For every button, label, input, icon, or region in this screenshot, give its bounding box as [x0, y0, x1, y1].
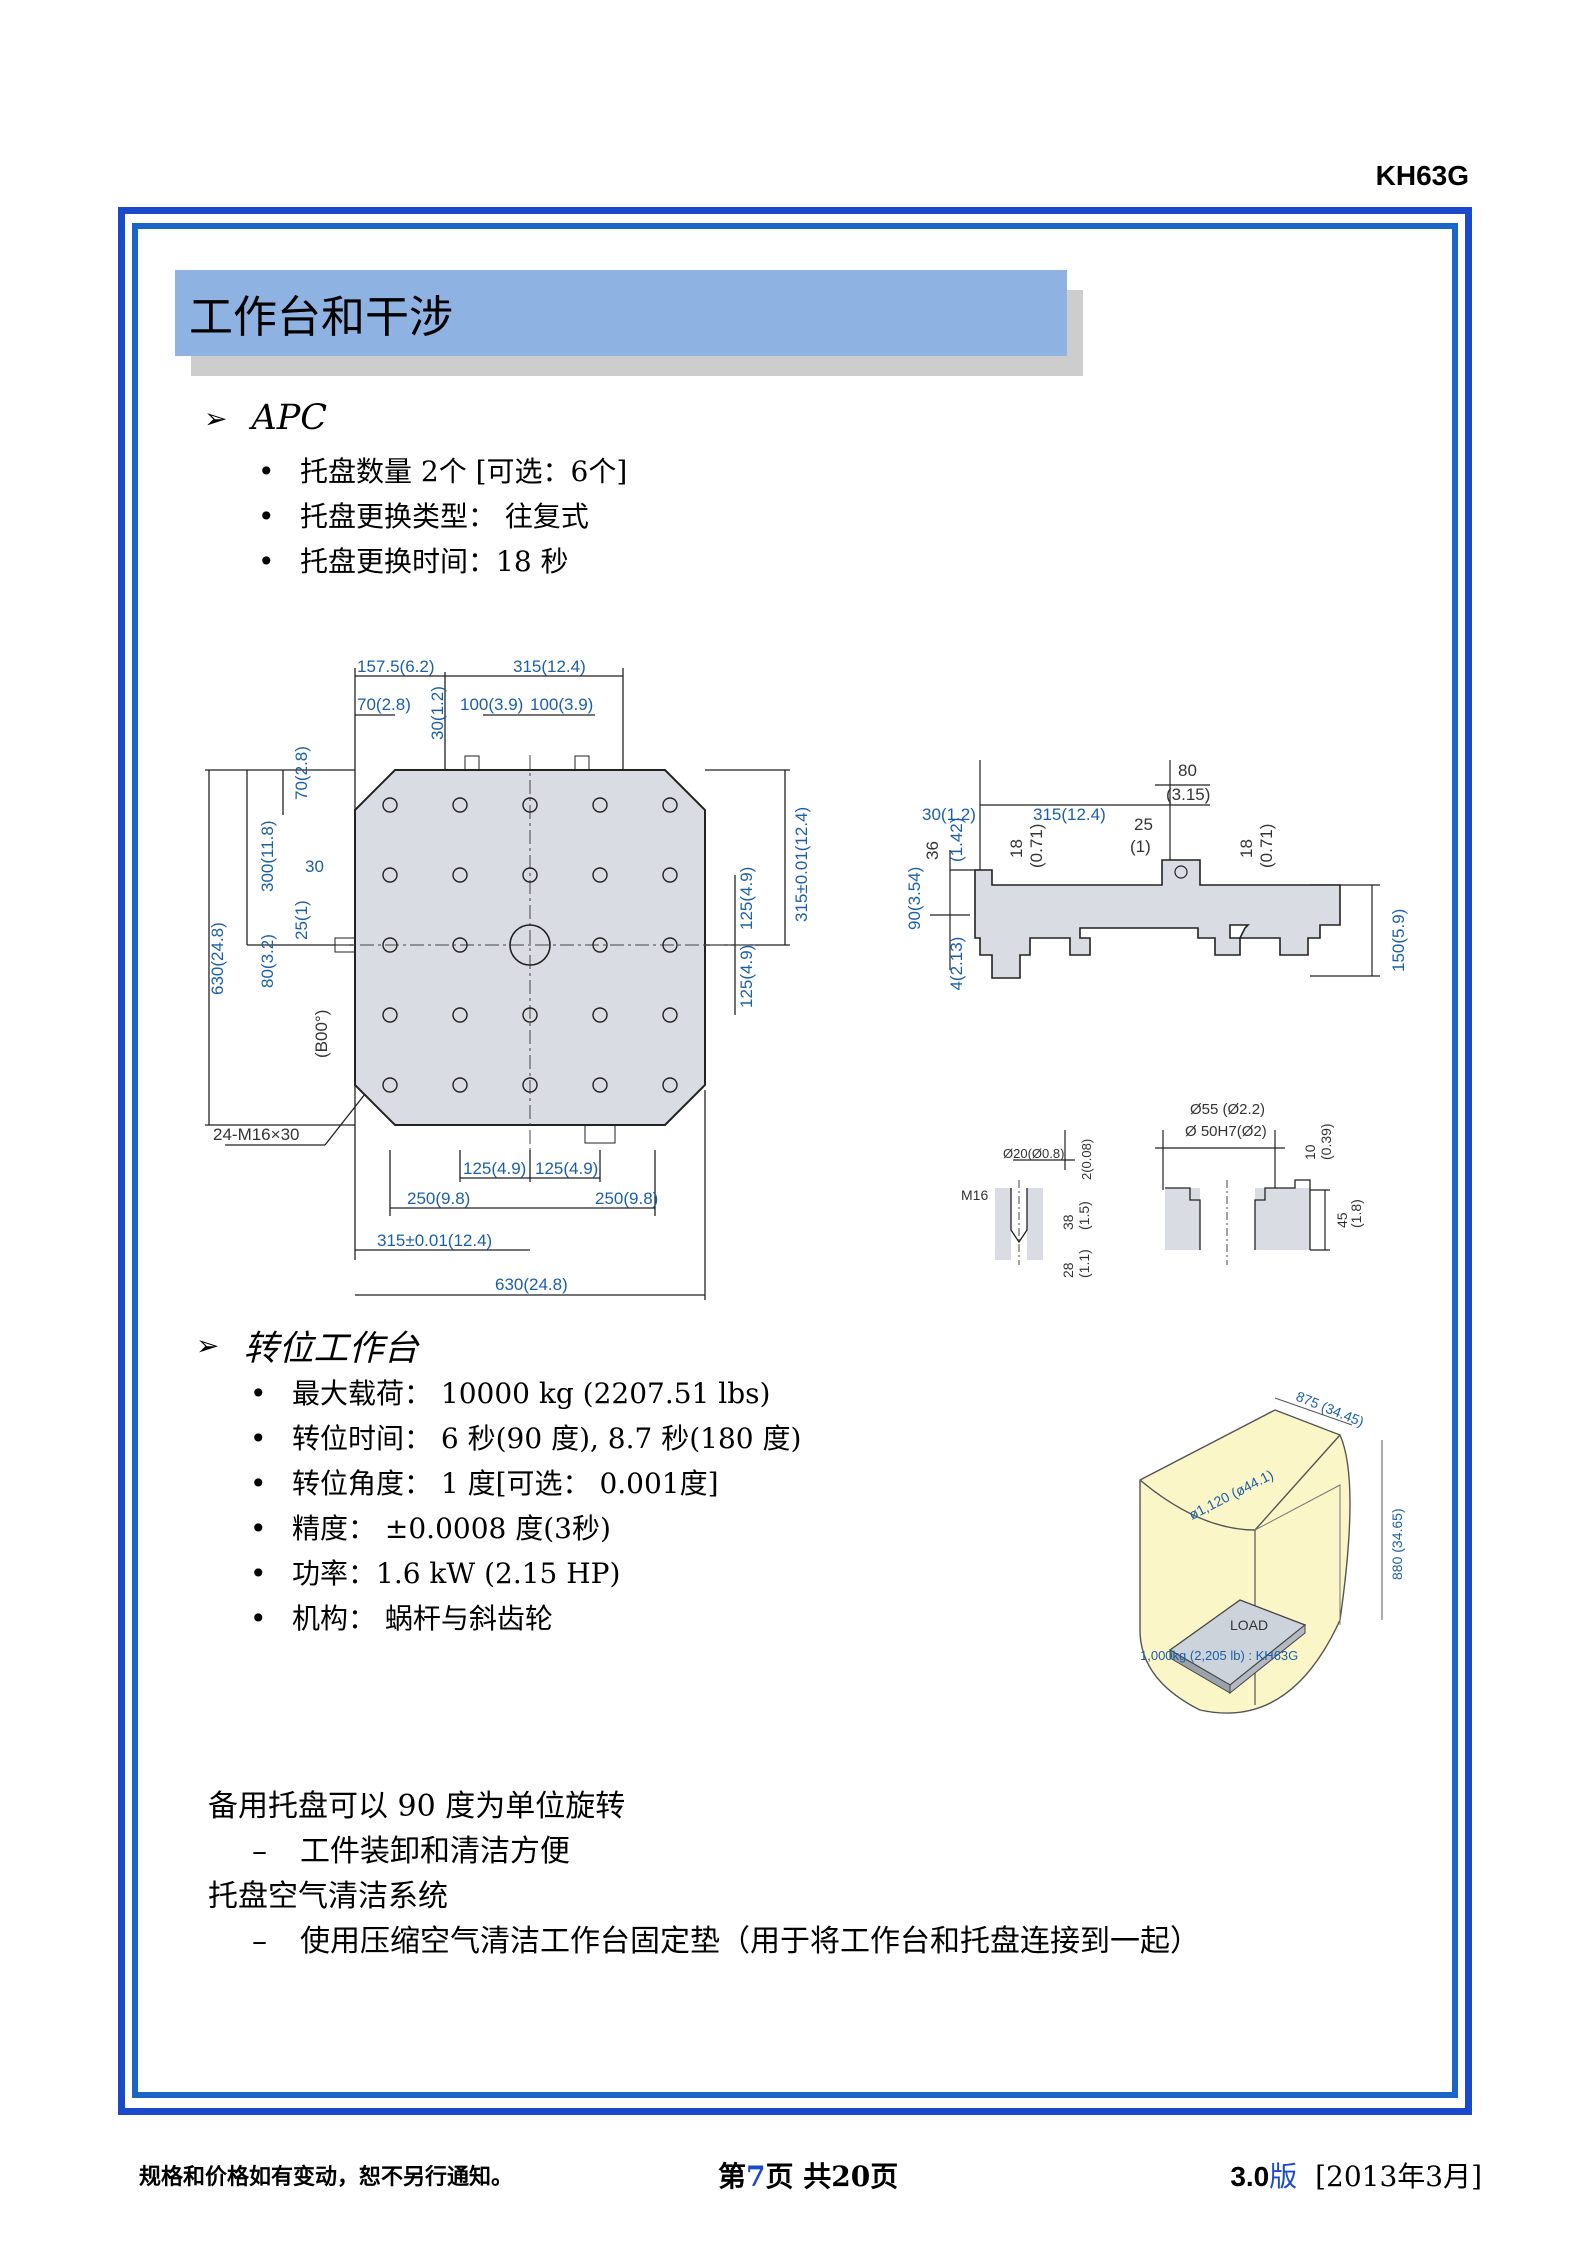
list-item: •最大载荷： 10000 kg (2207.51 lbs) [250, 1377, 771, 1410]
side-profile [974, 859, 1341, 979]
pallet-side-view-drawing: 80 (3.15) 30(1.2) 315(12.4) 25 (1) 36 (1… [905, 760, 1408, 990]
load-label: LOAD [1230, 1617, 1268, 1633]
dim-label: 80(3.2) [258, 934, 277, 988]
dim-label: 30 [305, 857, 324, 876]
note-line: 托盘空气清洁系统 [208, 1879, 448, 1914]
note-sub-item: –使用压缩空气清洁工作台固定垫（用于将工作台和托盘连接到一起） [252, 1924, 1200, 1959]
dim-label: (1.5) [1076, 1201, 1092, 1230]
dim-label: (1.1) [1076, 1249, 1092, 1278]
list-item: •托盘数量 2个 [可选：6个] [258, 455, 628, 488]
note-line: 备用托盘可以 90 度为单位旋转 [208, 1789, 626, 1824]
detail-drawing: Ø20(Ø0.8) 2(0.08) M16 38 (1.5) 28 (1.1) … [961, 1101, 1364, 1278]
list-item: •精度： ±0.0008 度(3秒) [250, 1512, 611, 1545]
dim-label: 630(24.8) [495, 1275, 568, 1294]
dim-label: 36 [923, 841, 942, 860]
list-item: •功率：1.6 kW (2.15 HP) [250, 1557, 621, 1590]
dim-label: 30(1.2) [922, 805, 976, 824]
page-number: 第7页 共20页 [718, 2160, 899, 2193]
dim-label: 250(9.8) [595, 1189, 658, 1208]
dim-label: Ø20(Ø0.8) [1003, 1146, 1064, 1161]
pallet-plate [354, 769, 706, 1126]
dim-label: 100(3.9) [460, 695, 523, 714]
thread-label: 24-M16×30 [213, 1125, 299, 1144]
dim-label: 54(2.13) [947, 937, 966, 990]
dim-label: 38 [1060, 1214, 1076, 1230]
arrow-icon: ➢ [196, 1329, 220, 1362]
thread-label: M16 [961, 1187, 988, 1203]
dim-label: (0.71) [1257, 824, 1276, 868]
dim-label: (B00°) [312, 1010, 331, 1058]
dim-label: 125(4.9) [463, 1159, 526, 1178]
dim-label: 18 [1237, 839, 1256, 858]
dim-label: 315(12.4) [1033, 805, 1106, 824]
list-item: •转位角度： 1 度[可选： 0.001度] [250, 1467, 719, 1500]
model-label: KH63G [1375, 160, 1469, 191]
list-item: •机构： 蜗杆与斜齿轮 [250, 1602, 553, 1635]
bolt-holes [382, 797, 678, 1093]
dim-label: 300(11.8) [258, 820, 277, 892]
dim-label: (0.71) [1027, 824, 1046, 868]
rotary-heading: ➢ 转位工作台 [196, 1320, 418, 1371]
dim-label: 25 [1134, 815, 1153, 834]
footer-disclaimer: 规格和价格如有变动，恕不另行通知。 [139, 2164, 514, 2190]
dim-label: 315(12.4) [513, 660, 586, 676]
apc-list: •托盘数量 2个 [可选：6个] •托盘更换类型： 往复式 •托盘更换时间：18… [258, 449, 627, 584]
dim-label: 630(24.8) [208, 922, 227, 995]
pallet-top-view-drawing: 157.5(6.2) 315(12.4) 70(2.8) 100(3.9) 10… [205, 660, 811, 1300]
dim-label: 25(1) [292, 900, 311, 940]
dim-label: 28 [1060, 1262, 1076, 1278]
note-sub-item: –工件装卸和清洁方便 [252, 1834, 570, 1869]
dim-label: 100(3.9) [530, 695, 593, 714]
dim-label: 125(4.9) [737, 945, 756, 1008]
dim-label: 125(4.9) [535, 1159, 598, 1178]
interference-envelope-drawing: 875 (34.45) ø1,120 (ø44.1) 880 (34.65) L… [1139, 1388, 1405, 1714]
dim-label: 157.5(6.2) [357, 660, 435, 676]
rotary-list: •最大载荷： 10000 kg (2207.51 lbs) •转位时间： 6 秒… [250, 1371, 801, 1641]
dim-label: 70(2.8) [292, 746, 311, 800]
dim-label: Ø 50H7(Ø2) [1185, 1123, 1267, 1140]
arrow-icon: ➢ [204, 401, 228, 435]
dim-label: 30(1.2) [428, 686, 447, 740]
dim-label: 10 [1302, 1144, 1318, 1160]
dim-label: 250(9.8) [407, 1189, 470, 1208]
dim-label: 45 [1334, 1212, 1350, 1228]
dim-label: (1.42) [947, 818, 966, 862]
section-title: 工作台和干涉 [175, 270, 1067, 356]
apc-heading: ➢ APC [204, 398, 327, 438]
dim-label: 18 [1007, 839, 1026, 858]
list-item: •托盘更换类型： 往复式 [258, 500, 589, 533]
dim-label: 125(4.9) [737, 867, 756, 930]
dim-label: (1.8) [1348, 1199, 1364, 1228]
dim-label: 90(3.54) [905, 867, 924, 930]
dim-label: 150(5.9) [1389, 909, 1408, 972]
list-item: •转位时间： 6 秒(90 度), 8.7 秒(180 度) [250, 1422, 802, 1455]
dim-label: 880 (34.65) [1389, 1508, 1405, 1580]
dim-label: 80 [1178, 761, 1197, 780]
dim-label: (3.15) [1166, 785, 1210, 804]
dim-label: 2(0.08) [1079, 1139, 1094, 1180]
apc-heading-text: APC [251, 398, 328, 438]
dim-label: (1) [1130, 837, 1151, 856]
dim-label: 315±0.01(12.4) [792, 807, 811, 922]
dim-label: 70(2.8) [357, 695, 411, 714]
page-frame-inner [132, 223, 1458, 2098]
dim-label: Ø55 (Ø2.2) [1190, 1101, 1265, 1118]
dim-label: 315±0.01(12.4) [377, 1231, 492, 1250]
rotary-heading-text: 转位工作台 [243, 1329, 419, 1369]
load-value: 1,000kg (2,205 lb) : KH63G [1140, 1648, 1298, 1663]
page-frame-outer [118, 207, 1472, 2115]
dim-label: (0.39) [1318, 1123, 1334, 1160]
version-info: 3.0版 [2013年3月] [1230, 2160, 1482, 2193]
list-item: •托盘更换时间：18 秒 [258, 545, 569, 578]
